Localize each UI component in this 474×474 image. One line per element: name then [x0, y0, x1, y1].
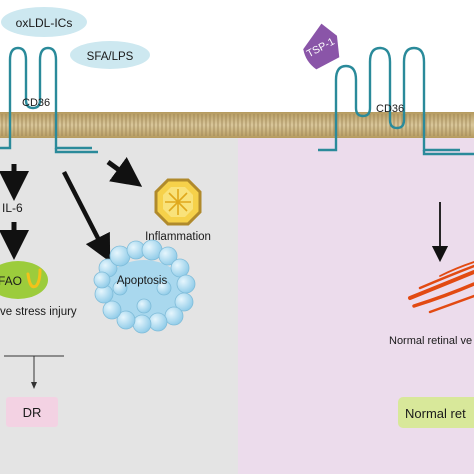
- il6-label: IL-6: [2, 201, 23, 215]
- tsp1-ligand: TSP-1: [303, 23, 340, 70]
- dr-outcome-label: DR: [23, 405, 42, 420]
- cd36-label-left: CD36: [22, 97, 50, 109]
- sfa-lps-ligand: [70, 41, 150, 69]
- cd36-receptor-right: [318, 46, 460, 152]
- cd36-tail-right: [422, 150, 474, 156]
- cell-membrane: [0, 112, 474, 138]
- normal-outcome-label: Normal ret: [405, 406, 466, 421]
- arrow-to-inflammation: [106, 157, 143, 187]
- sfa-lps-label: SFA/LPS: [87, 51, 134, 63]
- inflammation-icon: [154, 178, 202, 226]
- fao-oval: [0, 261, 48, 299]
- fao-label: FAO: [0, 274, 22, 288]
- cd36-label-right: CD36: [376, 103, 404, 115]
- membrane-lipid-tails: [1, 114, 471, 136]
- fao-check-icon: [26, 268, 42, 289]
- arrow-to-apoptosis: [61, 170, 111, 263]
- normal-vessel-label: Normal retinal ve: [389, 335, 472, 347]
- apoptosis-label: Apoptosis: [117, 275, 168, 287]
- oxldl-ics-ligand: [1, 7, 87, 37]
- retinal-vessels-icon: [408, 261, 474, 314]
- cd36-receptor-left: [0, 46, 92, 150]
- dr-connector: [4, 355, 64, 384]
- oxldl-ics-label: oxLDL-ICs: [16, 16, 73, 30]
- cd36-tail-left: [54, 148, 98, 154]
- dr-arrowhead: [31, 382, 37, 389]
- apoptosis-cluster: [93, 239, 196, 334]
- normal-outcome-box: [398, 397, 474, 428]
- stress-injury-label: ve stress injury: [0, 306, 77, 318]
- dr-outcome-box: [6, 397, 58, 427]
- inflammation-label: Inflammation: [145, 231, 211, 243]
